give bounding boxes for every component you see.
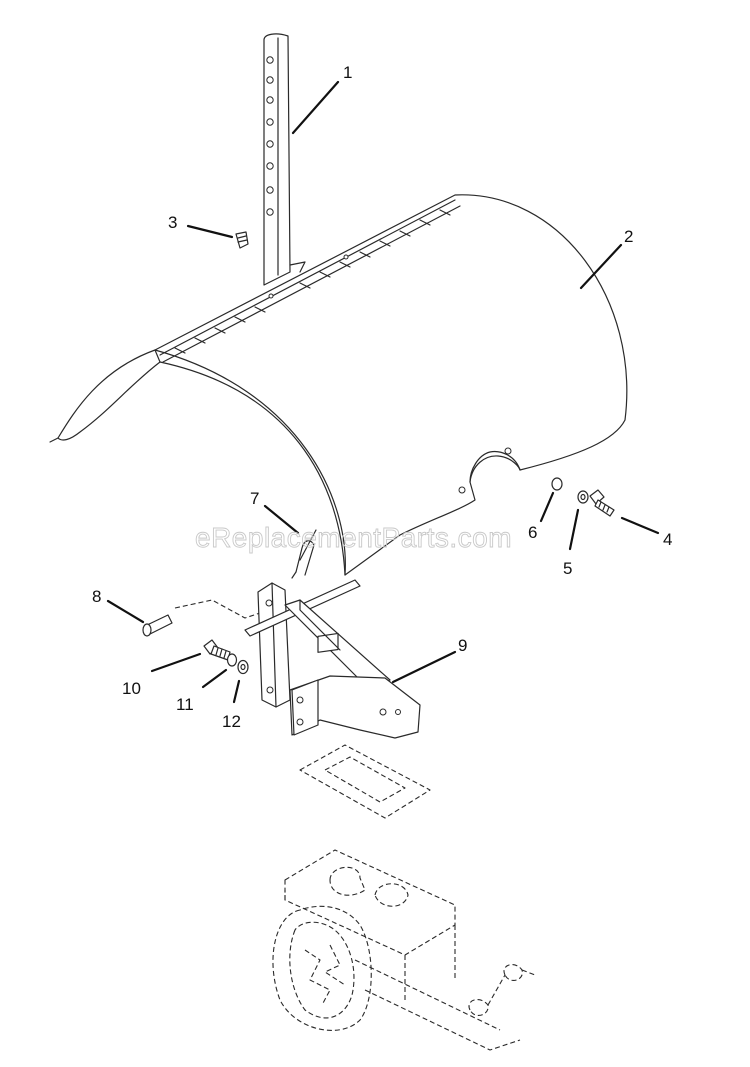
washer-12 <box>237 659 249 675</box>
washer-6 <box>551 477 563 491</box>
leader-lines <box>106 80 660 704</box>
watermark-text: eReplacementParts.com <box>195 522 512 553</box>
callout-6: 6 <box>528 523 537 542</box>
callout-3: 3 <box>168 213 177 232</box>
callout-1: 1 <box>343 63 352 82</box>
transmission-outline <box>272 849 536 1051</box>
callout-2: 2 <box>624 227 633 246</box>
tine-shield <box>49 194 628 576</box>
washer-5 <box>577 490 589 504</box>
callout-5: 5 <box>563 559 572 578</box>
bolt-3 <box>235 231 249 249</box>
callout-9: 9 <box>458 636 467 655</box>
mounting-bracket <box>244 579 421 739</box>
bolt-4 <box>589 489 615 517</box>
clevis-pin <box>142 599 261 637</box>
bolt-10 <box>203 639 231 661</box>
depth-bar <box>263 33 306 286</box>
callout-7: 7 <box>250 489 259 508</box>
washer-11 <box>226 653 238 667</box>
callout-12: 12 <box>222 712 241 731</box>
callout-10: 10 <box>122 679 141 698</box>
callout-4: 4 <box>663 530 672 549</box>
callout-8: 8 <box>92 587 101 606</box>
callout-11: 11 <box>176 695 194 714</box>
hairpin-clip <box>291 529 317 579</box>
gasket-outline <box>299 744 431 819</box>
